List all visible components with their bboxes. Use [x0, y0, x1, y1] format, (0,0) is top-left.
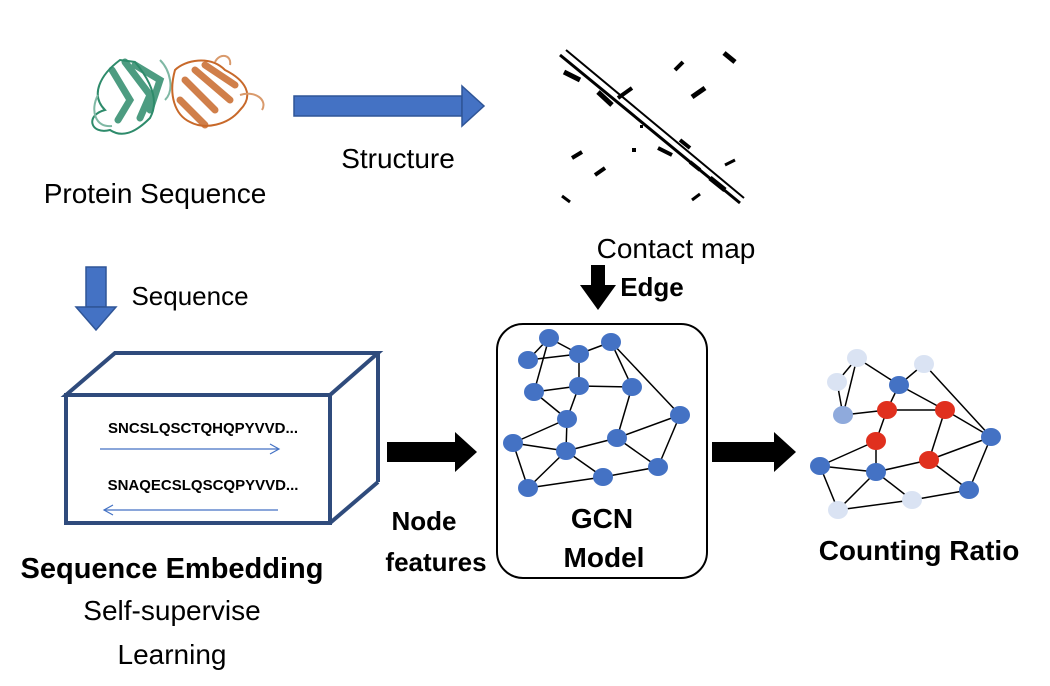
- forward-arrow: [100, 443, 281, 455]
- features-label: features: [385, 547, 486, 577]
- structure-arrow: [293, 84, 486, 128]
- contact-map-icon: [559, 49, 745, 205]
- gcn-label: GCN: [571, 503, 633, 534]
- node-label: Node: [392, 506, 457, 536]
- sequence-line-2: SNAQECSLQSCQPYVVD...: [108, 477, 299, 494]
- node-features-arrow: [387, 432, 477, 472]
- model-label: Model: [564, 542, 645, 573]
- embedding-box: [60, 351, 384, 525]
- contact-map-label: Contact map: [597, 233, 756, 264]
- sequence-arrow: [74, 266, 118, 332]
- edge-label: Edge: [620, 272, 684, 302]
- sequence-line-1: SNCSLQSCTQHQPYVVD...: [108, 420, 298, 437]
- protein-ribbon-icon: [91, 54, 265, 135]
- sequence-label: Sequence: [131, 281, 248, 311]
- learning-label: Learning: [118, 639, 227, 670]
- structure-label: Structure: [341, 143, 455, 174]
- gcn-nodes: [503, 329, 690, 497]
- backward-arrow: [102, 504, 278, 516]
- edge-arrow: [580, 265, 616, 310]
- sequence-embedding-label: Sequence Embedding: [21, 553, 324, 585]
- output-nodes: [810, 349, 1001, 519]
- counting-ratio-label: Counting Ratio: [819, 535, 1020, 566]
- output-arrow: [712, 432, 796, 472]
- protein-sequence-label: Protein Sequence: [44, 178, 267, 209]
- self-supervise-label: Self-supervise: [83, 595, 260, 626]
